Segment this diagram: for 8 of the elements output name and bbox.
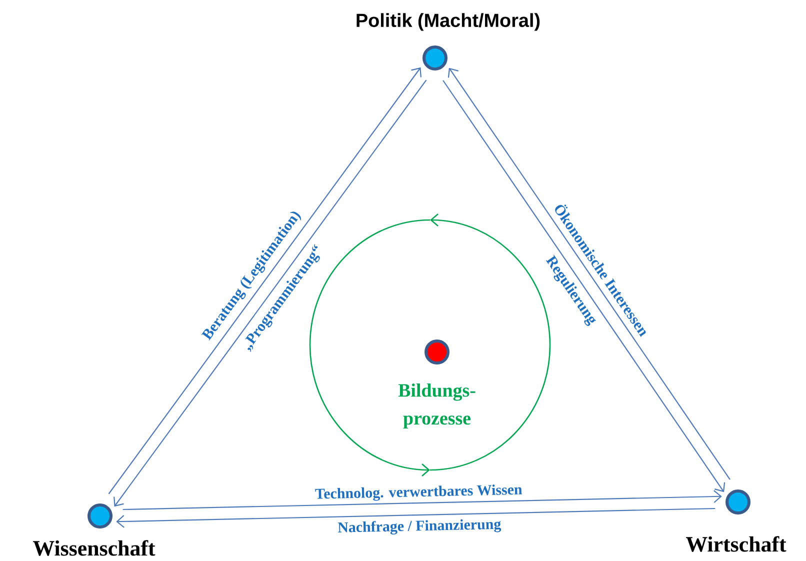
- node-label: Wissenschaft: [33, 540, 156, 556]
- edge-label: Nachfrage / Finanzierung: [336, 517, 502, 537]
- arrow: [116, 508, 716, 528]
- node-label: Politik (Macht/Moral): [356, 13, 540, 31]
- edge-label: Technolog. verwertbares Wissen: [314, 482, 524, 504]
- node-label: Wirtschaft: [686, 536, 786, 552]
- arrow: [122, 490, 722, 510]
- node-label: Bildungs- prozesse: [398, 383, 476, 429]
